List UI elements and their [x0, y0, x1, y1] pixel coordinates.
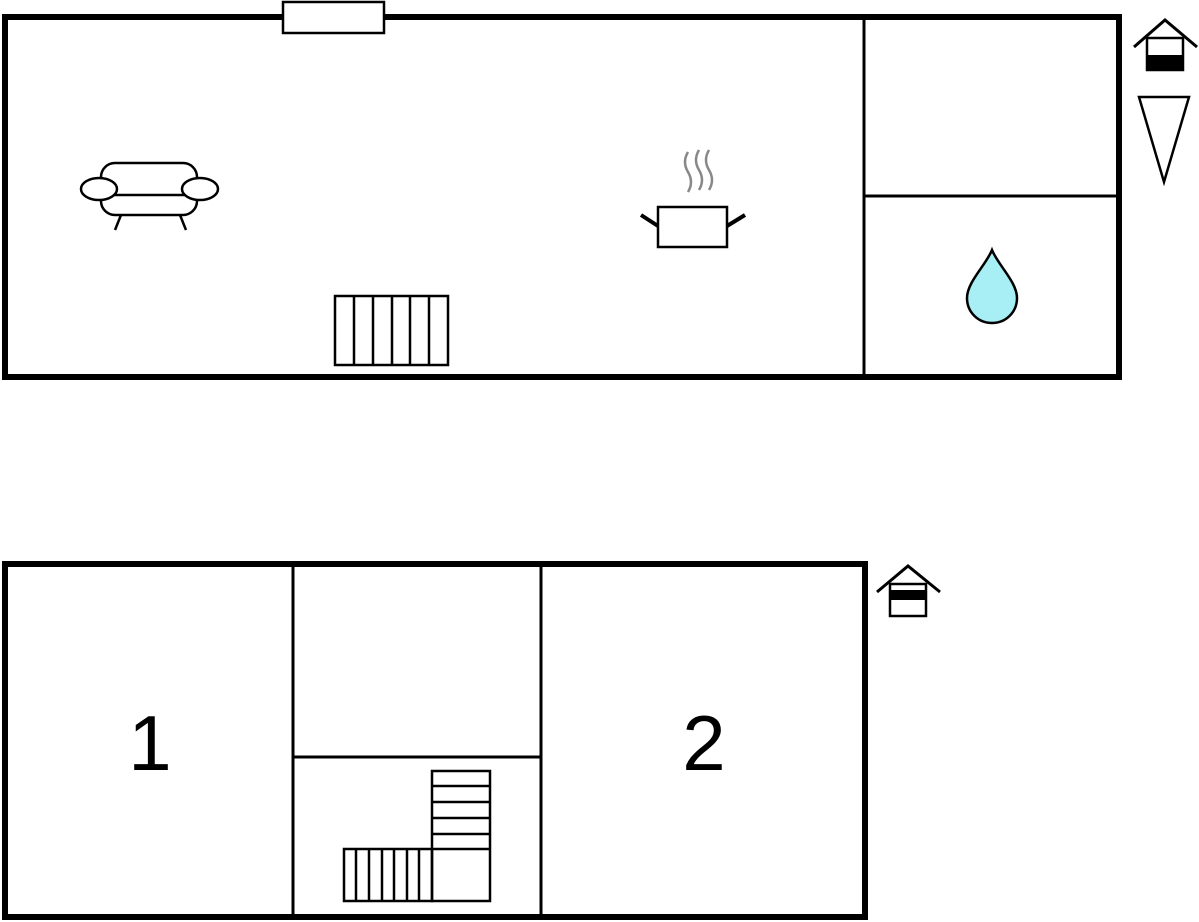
north-arrow-icon — [1137, 95, 1191, 187]
house-entrance-icon — [1133, 18, 1198, 72]
room-label-2: 2 — [682, 699, 725, 787]
house-entrance-icon — [876, 564, 941, 618]
room-label-1: 1 — [128, 699, 171, 787]
staircase-icon — [333, 294, 450, 367]
water-drop-icon — [965, 246, 1019, 325]
cooking-pot-icon — [639, 149, 747, 249]
sofa-icon — [79, 161, 220, 231]
staircase-icon — [342, 769, 492, 903]
window-icon — [281, 0, 386, 35]
upper-floor — [2, 0, 1198, 380]
lower-floor-outer-wall — [2, 561, 868, 920]
lower-floor: 1 2 — [2, 561, 941, 920]
